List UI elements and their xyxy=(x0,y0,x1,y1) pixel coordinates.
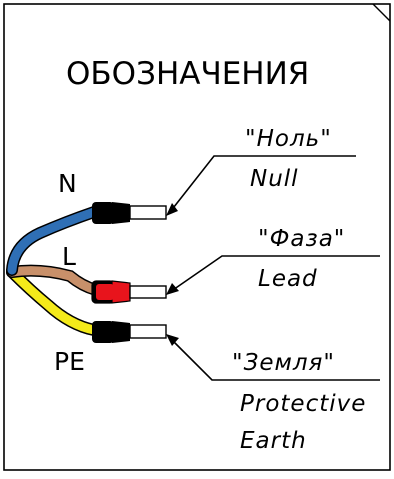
ferrule-pe xyxy=(92,321,167,343)
ferrule-pe-body xyxy=(112,321,130,343)
ferrule-l xyxy=(91,280,167,304)
note-n-ru: "Ноль" xyxy=(245,126,332,152)
leader-l-arrowhead xyxy=(166,283,179,295)
legend-title: ОБОЗНАЧЕНИЯ xyxy=(66,56,309,92)
wire-letter-n: N xyxy=(58,169,77,198)
ferrule-n-pin xyxy=(129,205,167,220)
wire-n-insulation xyxy=(7,207,99,275)
leader-pe xyxy=(166,334,380,381)
wire-letter-pe: PE xyxy=(54,347,85,376)
note-pe-ru: "Земля" xyxy=(232,350,335,376)
note-pe-en-1: Protective xyxy=(240,391,366,417)
wire-l xyxy=(6,264,102,296)
ferrule-n xyxy=(92,202,167,224)
wire-pe-insulation xyxy=(7,267,99,335)
leader-n-arrowhead xyxy=(166,203,178,216)
ferrule-l-pin xyxy=(129,285,167,299)
corner-mark xyxy=(372,3,391,22)
leader-n xyxy=(166,155,356,216)
leader-l xyxy=(166,255,380,295)
wire-l-insulation xyxy=(7,266,101,295)
wire-n xyxy=(6,206,100,276)
note-l-ru: "Фаза" xyxy=(258,226,345,252)
ferrule-pe-collar xyxy=(92,321,114,343)
ferrule-pe-pin xyxy=(129,324,167,339)
wire-letter-l: L xyxy=(62,242,76,271)
note-l-en: Lead xyxy=(258,266,318,292)
leader-pe-arrowhead xyxy=(166,334,179,346)
frame-border xyxy=(3,3,391,471)
ferrule-l-body xyxy=(111,280,131,304)
ferrule-n-collar xyxy=(92,202,114,224)
ferrule-n-body xyxy=(112,202,130,224)
note-n-en: Null xyxy=(250,166,299,192)
wire-pe xyxy=(6,266,100,336)
note-pe-en-2: Earth xyxy=(240,428,307,454)
